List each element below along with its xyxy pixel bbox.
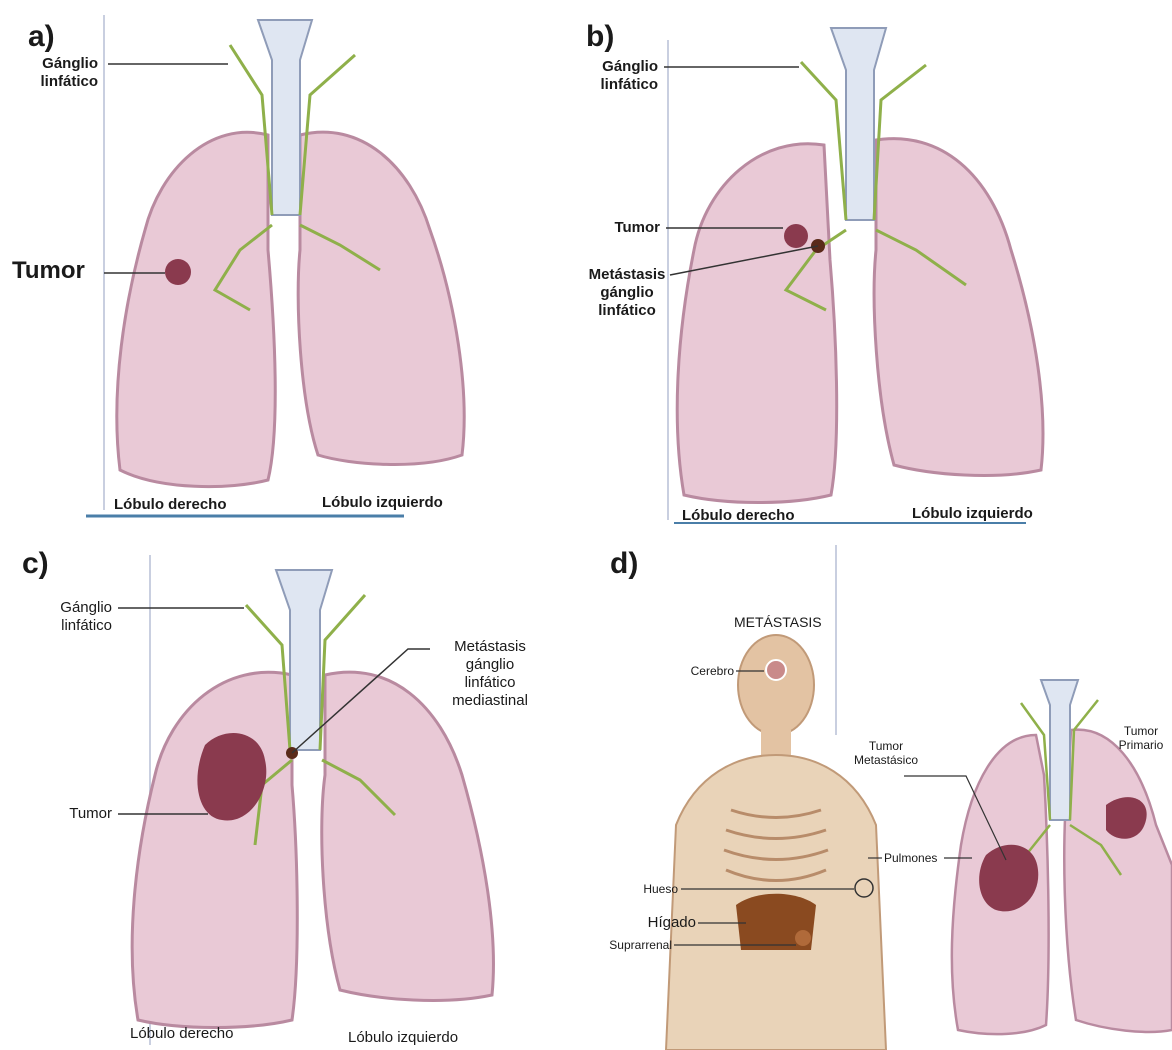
bone-label: Hueso [606,882,678,896]
brain-label: Cerebro [656,664,734,678]
adrenal-label: Suprarrenal [586,938,672,952]
panel-letter: c) [22,547,49,581]
panel-letter: d) [610,547,638,581]
tumor-label: Tumor [586,219,660,237]
lungs-label: Pulmones [884,851,937,865]
liver-label: Hígado [606,914,696,932]
left-lobe-label: Lóbulo izquierdo [912,505,1033,523]
adrenal-mark [795,930,811,946]
panel-b-illustration [586,0,1172,525]
panel-letter: b) [586,20,614,54]
tumor-mark-b [784,224,808,248]
panel-d-illustration [586,525,1172,1050]
tumor-label: Tumor [30,805,112,823]
panel-letter: a) [28,20,55,54]
tumor-mark-a [165,259,191,285]
right-lobe-label: Lóbulo derecho [130,1025,233,1043]
tumor-label: Tumor [12,258,85,284]
right-lobe-label: Lóbulo derecho [682,507,795,525]
body-figure [666,635,886,1050]
brain-metastasis-mark [766,660,786,680]
left-lobe-label: Lóbulo izquierdo [322,494,443,512]
left-lobe-label: Lóbulo izquierdo [348,1029,458,1047]
right-lobe-label: Lóbulo derecho [114,496,227,514]
metastasis-title: METÁSTASIS [734,613,822,631]
